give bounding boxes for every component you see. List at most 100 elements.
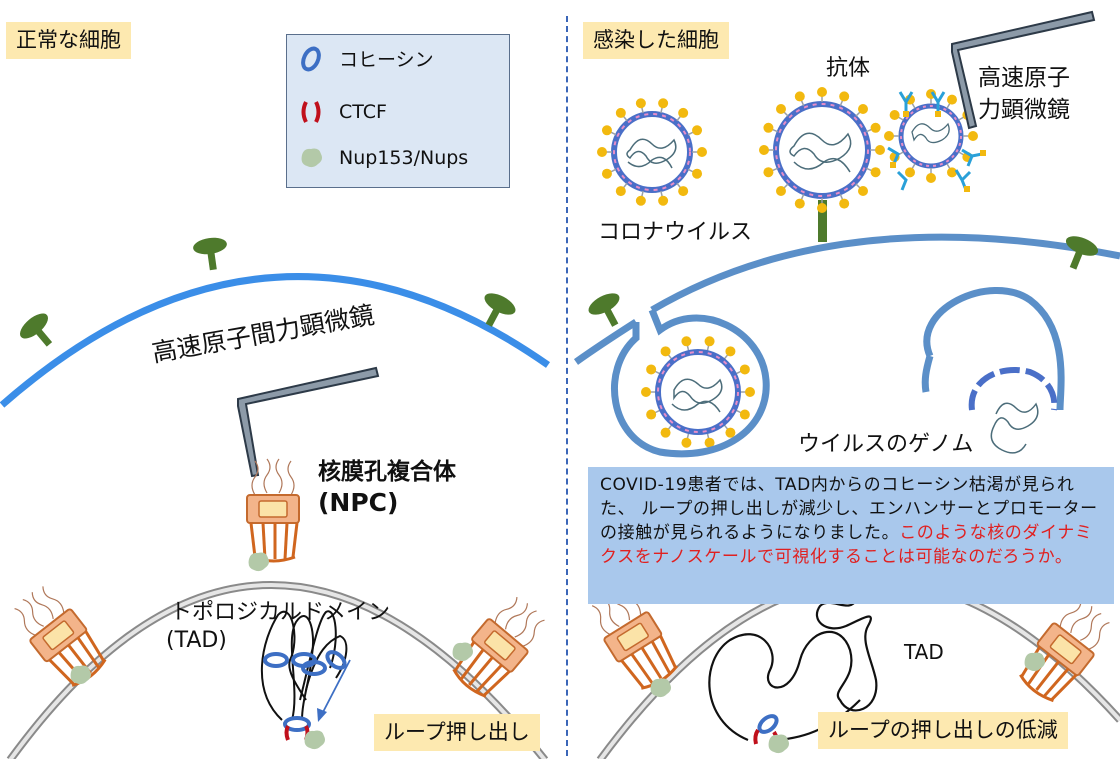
- spike-head: [947, 94, 957, 105]
- spike-head: [725, 346, 736, 357]
- spike-head: [870, 167, 881, 178]
- coronavirus-icon: [611, 111, 693, 193]
- spike-head: [635, 98, 646, 109]
- spike-head: [763, 167, 774, 178]
- spike-head: [635, 195, 646, 206]
- viral-genome-icon: [968, 367, 1058, 454]
- npc-icon: [5, 578, 113, 694]
- nup-blob-icon: [301, 148, 322, 168]
- antibody-icon: [887, 91, 983, 191]
- nup-blob-icon: [650, 678, 671, 698]
- right-panel-title: 感染した細胞: [583, 22, 729, 60]
- arrow-icon: [317, 659, 351, 722]
- spike-head: [817, 87, 827, 97]
- spike-head: [681, 336, 692, 347]
- coronavirus-label: コロナウイルス: [598, 220, 753, 245]
- spike-head: [692, 125, 703, 136]
- coronavirus-icon: [898, 103, 964, 169]
- spike-head: [660, 427, 671, 438]
- info-box: COVID-19患者では、TAD内からのコヒーシン枯渇が見られた、 ループの押し…: [588, 467, 1114, 604]
- left-panel-title: 正常な細胞: [6, 22, 131, 60]
- spike-head: [870, 122, 881, 133]
- spike-head: [745, 387, 755, 397]
- legend-label: コヒーシン: [339, 49, 434, 71]
- tad-abbr: (TAD): [166, 628, 227, 653]
- reduced-loop-extrusion-tag: ループの押し出しの低減: [818, 712, 1068, 750]
- spike-head: [646, 364, 657, 375]
- tad-label: トポロジカルドメイン: [170, 600, 391, 625]
- spike-head: [839, 91, 850, 102]
- spike-head: [794, 91, 805, 102]
- spike-head: [884, 131, 894, 141]
- nup-blob-icon: [452, 642, 473, 662]
- panel-divider: [566, 16, 568, 756]
- spike-head: [775, 186, 786, 197]
- spike-head: [641, 387, 651, 397]
- spike-head: [597, 147, 607, 157]
- spike-head: [692, 168, 703, 179]
- spike-head: [658, 195, 669, 206]
- spike-head: [839, 198, 850, 209]
- spike-head: [759, 145, 769, 155]
- coronavirus-icon: [773, 101, 871, 242]
- spike-protein-icon: [597, 87, 978, 448]
- spike-head: [739, 364, 750, 375]
- spike-head: [947, 167, 957, 178]
- nup-blob-icon: [768, 734, 789, 754]
- legend-item-cohesin: コヒーシン: [297, 45, 434, 72]
- npc-abbr: (NPC): [318, 488, 399, 517]
- legend-label: Nup153/Nups: [339, 147, 469, 169]
- spike-head: [775, 103, 786, 114]
- spike-head: [678, 107, 689, 118]
- cohesin-ring-icon: [757, 714, 779, 734]
- afm-label-right-2: 力顕微鏡: [978, 97, 1070, 123]
- ctcf-bracket-icon: [301, 101, 321, 123]
- spike-head: [794, 198, 805, 209]
- spike-head: [681, 437, 692, 448]
- nup-blob-icon: [304, 730, 325, 750]
- info-text: COVID-19患者では、TAD内からのコヒーシン枯渇が見られた、 ループの押し…: [600, 475, 1098, 543]
- spike-head: [660, 346, 671, 357]
- legend-label: CTCF: [339, 101, 387, 123]
- legend-item-nup: Nup153/Nups: [297, 145, 468, 171]
- legend-item-ctcf: CTCF: [297, 99, 387, 125]
- spike-head: [875, 145, 885, 155]
- receptor-icon: [15, 308, 63, 356]
- afm-label-right-1: 高速原子: [978, 65, 1070, 91]
- info-question: このような核のダイナミクスをナノスケールで可視化することは可能なのだろうか。: [600, 523, 1093, 567]
- spike-head: [601, 168, 612, 179]
- spike-head: [889, 110, 900, 120]
- antibody-label: 抗体: [826, 56, 871, 81]
- spike-head: [697, 147, 707, 157]
- spike-head: [858, 186, 869, 197]
- coronavirus-icon: [655, 349, 741, 435]
- cohesin-ring-icon: [301, 46, 321, 71]
- legend-box: コヒーシン CTCF Nup153/Nups: [286, 34, 510, 188]
- spike-head: [739, 409, 750, 420]
- nup-blob-icon: [70, 665, 91, 685]
- spike-head: [905, 167, 915, 178]
- npc-icon: [1011, 592, 1119, 708]
- antibody-icon: [890, 111, 986, 192]
- spike-head: [763, 122, 774, 133]
- spike-head: [601, 125, 612, 136]
- spike-head: [658, 98, 669, 109]
- spike-head: [858, 103, 869, 114]
- receptor-icon: [1057, 232, 1101, 275]
- spike-head: [817, 203, 827, 213]
- spike-head: [615, 186, 626, 197]
- nup-blob-icon: [248, 552, 269, 572]
- npc-label: 核膜孔複合体: [318, 459, 456, 485]
- spike-head: [704, 437, 715, 448]
- spike-head: [615, 107, 626, 118]
- cohesin-ring-icon: [263, 650, 347, 732]
- spike-head: [646, 409, 657, 420]
- viral-genome-label: ウイルスのゲノム: [798, 432, 974, 457]
- spike-head: [926, 173, 936, 183]
- spike-head: [725, 427, 736, 438]
- spike-head: [678, 186, 689, 197]
- loop-extrusion-tag: ループ押し出し: [374, 714, 540, 752]
- nup-blob-icon: [1024, 652, 1045, 672]
- spike-head: [704, 336, 715, 347]
